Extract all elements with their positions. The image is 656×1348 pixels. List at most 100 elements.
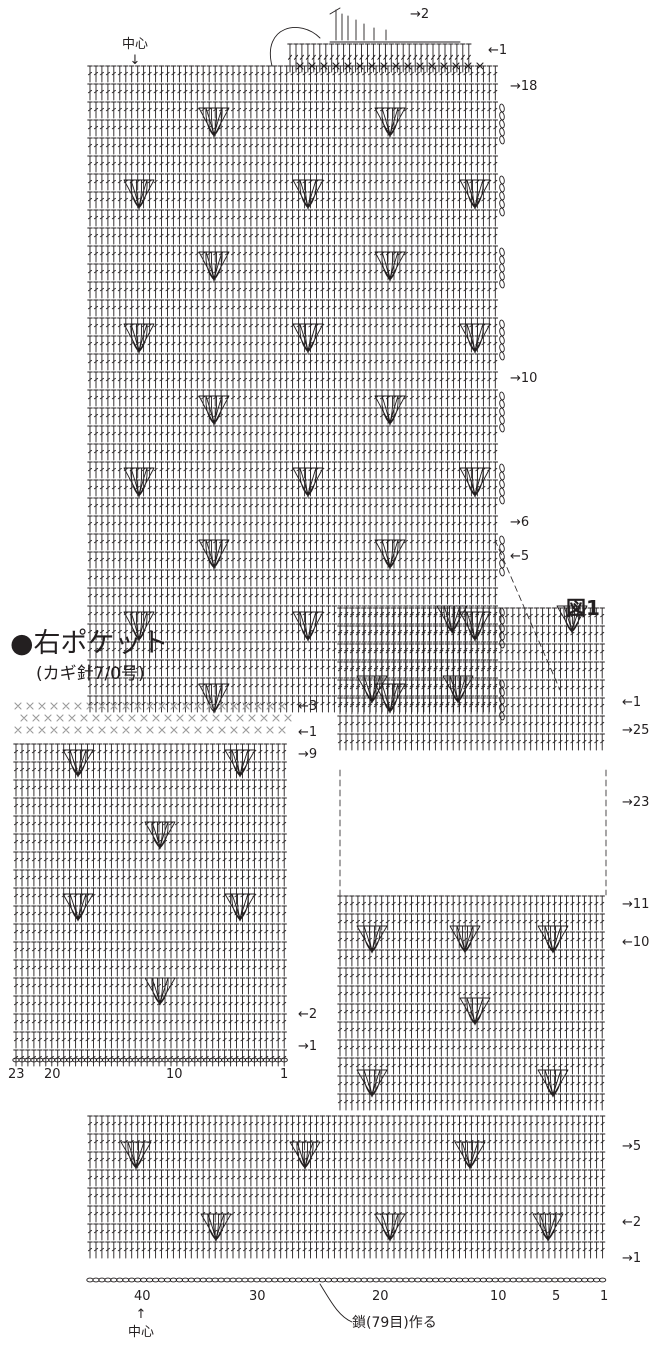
lower-stitch-row <box>87 1205 606 1223</box>
pocket-row-label-3: ←3 <box>298 699 318 714</box>
fan-cluster <box>537 1069 569 1098</box>
chain-oval <box>217 1277 225 1283</box>
fan-cluster <box>374 683 406 714</box>
fan-cluster <box>374 107 406 138</box>
chain-oval <box>60 1057 68 1063</box>
chain-oval <box>533 1277 541 1283</box>
chain-oval <box>509 1277 517 1283</box>
chain-oval <box>437 1277 446 1283</box>
chain-oval <box>503 1277 511 1283</box>
chain-oval <box>499 319 505 329</box>
center-label-top: 中心 <box>121 37 148 52</box>
right-stitch-row <box>337 715 605 733</box>
fan-cluster <box>292 323 324 354</box>
pocket-stitch-row <box>13 959 287 977</box>
chain-oval <box>238 1057 247 1063</box>
fan-cluster <box>374 1213 406 1242</box>
turning-chain <box>499 319 505 361</box>
upper-stitch-row <box>87 281 499 299</box>
chain-oval <box>197 1057 205 1063</box>
chain-oval <box>499 695 505 705</box>
chain-oval <box>499 615 505 625</box>
chain-oval <box>372 1277 380 1283</box>
chain-oval <box>277 1277 285 1283</box>
chain-oval <box>247 1277 255 1283</box>
chain-oval <box>575 1277 583 1283</box>
chain-oval <box>499 559 505 569</box>
chain-oval <box>432 1277 440 1283</box>
lower-stitch-row <box>87 1187 606 1205</box>
fan-cluster <box>224 749 256 778</box>
chain-oval <box>312 1277 321 1283</box>
pocket-row-label-9: →9 <box>298 747 318 762</box>
chain-oval <box>294 1277 303 1283</box>
upper-stitch-row <box>87 515 499 533</box>
chain-oval <box>527 1277 535 1283</box>
fan-cluster <box>123 179 155 210</box>
chain-note: 鎖(79目)作る <box>352 1315 437 1331</box>
upper-stitch-row <box>87 497 499 515</box>
turning-chain <box>499 247 505 289</box>
chain-oval <box>241 1277 249 1283</box>
fan-cluster <box>144 821 176 850</box>
chain-oval <box>259 1277 267 1283</box>
chain-oval <box>209 1057 217 1063</box>
chain-oval <box>443 1277 452 1283</box>
lower-stitch-row <box>87 1151 606 1169</box>
right-stitch-row <box>337 895 605 913</box>
pocket-stitch-row <box>13 923 287 941</box>
chain-oval <box>98 1277 106 1283</box>
chain-oval <box>360 1277 368 1283</box>
upper-stitch-row <box>87 83 499 101</box>
pocket-stitch-row <box>13 1049 287 1067</box>
chain-oval <box>77 1057 86 1063</box>
chain-oval <box>187 1277 195 1283</box>
row-label-5-lower: →5 <box>622 1139 642 1154</box>
chain-oval <box>581 1277 589 1283</box>
chain-oval <box>175 1277 184 1283</box>
upper-stitch-row <box>87 551 499 569</box>
pocket-stitch-1: 1 <box>280 1067 289 1082</box>
upper-stitch-row <box>87 65 499 83</box>
chain-oval <box>378 1277 386 1283</box>
fan-cluster <box>459 611 491 642</box>
fan-cluster <box>454 1141 486 1170</box>
pocket-row-label-2: ←2 <box>298 1007 318 1022</box>
fan-cluster <box>120 1141 152 1170</box>
pocket-stitch-row <box>13 815 287 833</box>
chain-oval <box>193 1277 201 1283</box>
chain-oval <box>592 1277 601 1283</box>
pocket-stitch-row <box>13 761 287 779</box>
upper-stitch-row <box>87 353 499 371</box>
upper-stitch-row <box>87 533 499 551</box>
pocket-stitch-row <box>13 1031 287 1049</box>
fan-cluster <box>123 323 155 354</box>
turning-chain <box>499 535 505 577</box>
chain-oval <box>253 1277 261 1283</box>
pocket-stitch-row <box>13 797 287 815</box>
chain-oval <box>110 1277 118 1283</box>
figure-label: 図1 <box>566 596 600 620</box>
chain-oval <box>499 263 505 273</box>
stitch-number-20: 20 <box>372 1289 389 1304</box>
stitch-number-1: 1 <box>600 1289 609 1304</box>
center-label-bottom: 中心 <box>127 1325 154 1340</box>
chain-oval <box>499 199 505 209</box>
lower-stitch-row <box>87 1133 606 1151</box>
chain-oval <box>128 1277 136 1283</box>
lower-stitch-row <box>87 1223 606 1241</box>
lower-stitch-row <box>87 1115 606 1133</box>
fan-cluster <box>123 611 155 642</box>
chain-oval <box>551 1277 559 1283</box>
chain-oval <box>499 135 505 145</box>
fan-cluster <box>556 605 588 634</box>
pocket-row-label-1: →1 <box>298 1039 318 1054</box>
row-label-10: →10 <box>510 371 538 386</box>
chain-oval <box>30 1057 38 1063</box>
row-label-6: →6 <box>510 515 530 530</box>
lower-stitch-row <box>87 1169 606 1187</box>
chain-oval <box>499 471 505 481</box>
upper-stitch-row <box>87 245 499 263</box>
upper-stitch-row <box>87 227 499 245</box>
